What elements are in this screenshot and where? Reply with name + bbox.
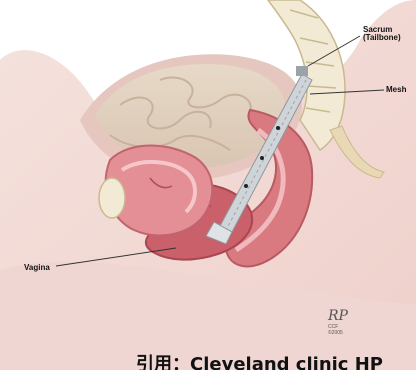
mesh-label: Mesh	[386, 86, 406, 94]
mesh-anchor	[296, 66, 308, 76]
pubic-bone	[99, 178, 125, 218]
artist-signature: RP CCF ©2005	[328, 308, 358, 348]
signature-year: ©2005	[328, 330, 358, 336]
signature-mark: RP	[328, 308, 358, 324]
vagina-label: Vagina	[24, 264, 50, 272]
source-caption: 引用：Cleveland clinic HP	[136, 350, 383, 370]
sacrum-label: Sacrum (Tailbone)	[363, 26, 401, 43]
